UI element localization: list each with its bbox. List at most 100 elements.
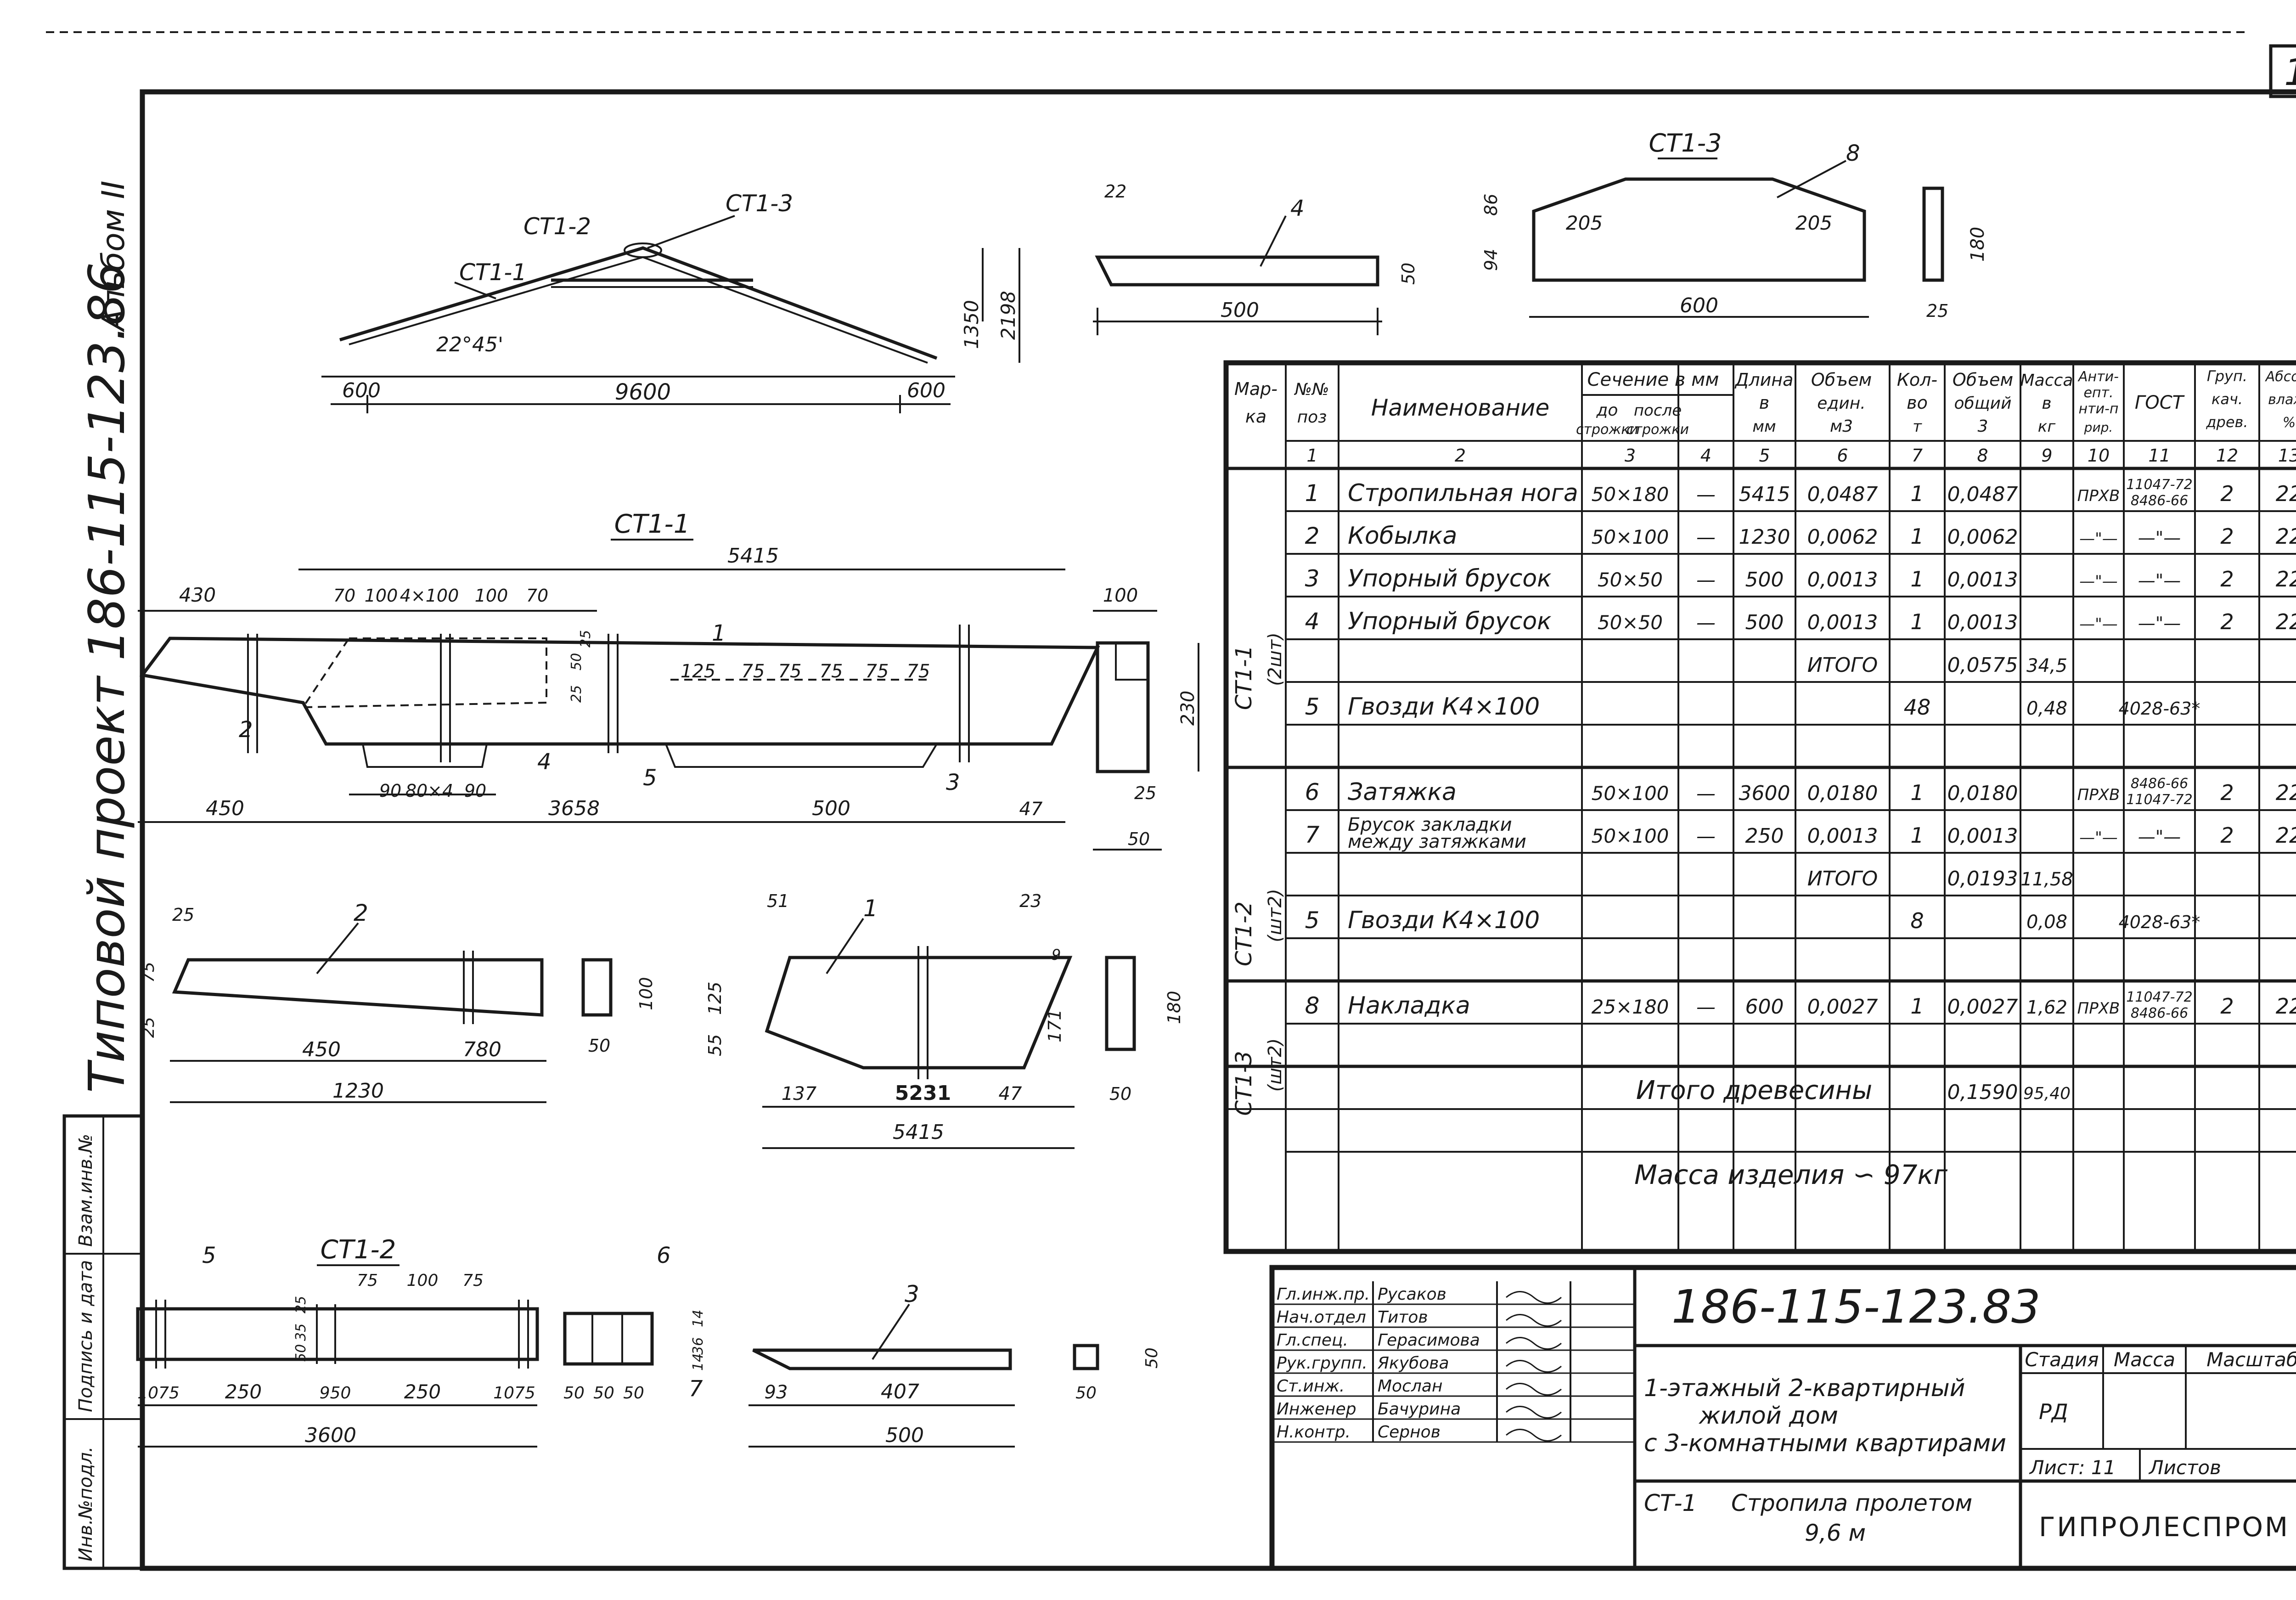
st13-view: СТ1-3 8 86 94 205 205 600 180 25 bbox=[1481, 129, 1988, 321]
st11-inner-50: 50 bbox=[568, 653, 585, 670]
tb-role-6: Н.контр. bbox=[1277, 1423, 1351, 1442]
spec-group-mark-0: СТ1-1 bbox=[1231, 645, 1257, 710]
spec-row-0-1-name: Кобылка bbox=[1348, 522, 1457, 550]
tb-name-1: Титов bbox=[1378, 1308, 1428, 1327]
truss-label-st13: СТ1-3 bbox=[726, 190, 793, 217]
part3-dim-50a: 50 bbox=[1142, 1347, 1161, 1369]
tb-role-1: Нач.отдел bbox=[1277, 1308, 1366, 1327]
spec-row-0-5-mass: 0,48 bbox=[2026, 698, 2067, 719]
hdr-pos-2: поз bbox=[1297, 408, 1327, 427]
spec-row-1-1-anti: —"— bbox=[2079, 828, 2118, 847]
st11-dim-70a: 70 bbox=[333, 586, 355, 606]
spec-row-0-3-qty: 1 bbox=[1910, 609, 1924, 634]
part2-view: 2 25 75 25 450 780 1230 100 50 bbox=[139, 900, 656, 1103]
part1-dim-50: 50 bbox=[1109, 1084, 1131, 1104]
truss-dim-600b: 600 bbox=[907, 379, 945, 402]
spec-row-0-5-qty: 48 bbox=[1904, 695, 1931, 720]
part3-view: 3 93 407 500 50 50 bbox=[748, 1281, 1161, 1448]
st11-dim-5415: 5415 bbox=[727, 544, 779, 568]
st11-dim-90b: 90 bbox=[464, 781, 486, 801]
hdr-mass-2: в bbox=[2042, 394, 2051, 413]
spec-row-1-2-vu: ИТОГО bbox=[1807, 867, 1878, 890]
hdr-humidity-3: % bbox=[2283, 415, 2296, 431]
part4-top-view: 4 22 500 50 bbox=[1093, 181, 1418, 335]
truss-angle: 22°45' bbox=[436, 333, 503, 356]
col-num-10: 10 bbox=[2088, 445, 2110, 466]
title-mass-header: Масса bbox=[2114, 1348, 2175, 1371]
spec-row-1-1-pos: 7 bbox=[1305, 822, 1320, 848]
truss-dim-2198: 2198 bbox=[997, 291, 1019, 340]
spec-row-1-1-gost: —"— bbox=[2138, 827, 2181, 847]
tb-role-3: Рук.групп. bbox=[1277, 1354, 1367, 1373]
spec-row-0-1-pos: 2 bbox=[1305, 523, 1320, 549]
hdr-mark-2: ка bbox=[1245, 406, 1266, 427]
st12-dim-1075a: 1075 bbox=[137, 1384, 180, 1403]
spec-row-0-1-after: — bbox=[1696, 526, 1716, 548]
hdr-anti-3: нти-п bbox=[2078, 401, 2118, 417]
col-num-13: 13 bbox=[2278, 445, 2296, 466]
st11-inner-125: 125 bbox=[681, 661, 715, 682]
spec-row-0-3-after: — bbox=[1696, 611, 1716, 634]
spec-row-1-1-vt: 0,0013 bbox=[1947, 824, 2018, 848]
part1-dim-23: 23 bbox=[1019, 891, 1041, 911]
hdr-anti: Анти- bbox=[2077, 369, 2119, 385]
spec-group-count-2: (шт2) bbox=[1265, 1038, 1286, 1092]
part3-dim-500: 500 bbox=[885, 1424, 924, 1447]
truss-dim-600a: 600 bbox=[342, 379, 381, 402]
st11-mark-4: 4 bbox=[537, 749, 551, 775]
st11-title: СТ1-1 bbox=[614, 509, 690, 539]
st13-dim-205a: 205 bbox=[1566, 212, 1603, 234]
st11-dim-100b: 100 bbox=[475, 586, 508, 606]
spec-group-count-1: (шт2) bbox=[1265, 889, 1286, 942]
spec-row-0-3-len: 500 bbox=[1745, 611, 1784, 634]
st13-dim-25: 25 bbox=[1926, 301, 1948, 321]
tb-role-5: Инженер bbox=[1277, 1400, 1356, 1419]
spec-row-1-0-qty: 1 bbox=[1910, 780, 1924, 805]
st11-inner-25b: 25 bbox=[578, 630, 594, 648]
st12-mark-5: 5 bbox=[202, 1243, 216, 1268]
spec-row-1-3-mass: 0,08 bbox=[2026, 912, 2067, 933]
st11-inner-75e: 75 bbox=[907, 661, 930, 682]
part4-dim-22: 22 bbox=[1104, 181, 1126, 202]
truss-overview: СТ1-1 СТ1-2 СТ1-3 22°45' 600 9600 600 13… bbox=[321, 190, 1020, 413]
st12-dim-3600: 3600 bbox=[305, 1424, 356, 1447]
part1-dim-5231: 5231 bbox=[895, 1082, 951, 1105]
st12-dim-250b: 250 bbox=[404, 1380, 441, 1403]
spec-row-1-0-hum: 22 bbox=[2276, 780, 2296, 805]
tb-role-2: Гл.спец. bbox=[1277, 1331, 1348, 1350]
tb-name-0: Русаков bbox=[1378, 1285, 1446, 1304]
tb-name-3: Якубова bbox=[1377, 1354, 1449, 1373]
col-num-4: 4 bbox=[1700, 445, 1711, 466]
product-mass: Масса изделия ∽ 97кг bbox=[1634, 1159, 1948, 1190]
spec-row-2-0-qty: 1 bbox=[1910, 994, 1924, 1019]
spec-row-1-1-hum: 22 bbox=[2276, 823, 2296, 848]
spec-row-0-3-sec: 50×50 bbox=[1598, 611, 1663, 634]
spec-row-0-3-grade: 2 bbox=[2220, 609, 2234, 634]
col-num-7: 7 bbox=[1912, 445, 1923, 466]
spec-row-1-2-vt: 0,0193 bbox=[1947, 867, 2018, 890]
spec-row-1-0-gost-2: 11047-72 bbox=[2126, 792, 2192, 808]
st11-inner-25a: 25 bbox=[568, 685, 585, 703]
st12-dim-25: 25 bbox=[293, 1296, 309, 1313]
spec-row-2-0-pos: 8 bbox=[1305, 992, 1320, 1019]
truss-dim-1350: 1350 bbox=[960, 300, 983, 349]
spec-row-0-2-pos: 3 bbox=[1305, 565, 1320, 592]
st13-dim-180: 180 bbox=[1967, 227, 1988, 262]
st11-dim-3658: 3658 bbox=[548, 797, 600, 820]
hdr-pos: №№ bbox=[1294, 380, 1329, 399]
spec-row-0-3-gost: —"— bbox=[2138, 613, 2181, 633]
tb-name-6: Сернов bbox=[1378, 1423, 1441, 1442]
album-label: Альбом II bbox=[96, 180, 132, 332]
spec-row-0-1-anti: —"— bbox=[2079, 530, 2118, 548]
stamp-inv: Инв.№подл. bbox=[75, 1446, 96, 1561]
st12-dim-75a: 75 bbox=[357, 1271, 378, 1290]
st12-dim-50c: 50 bbox=[623, 1384, 644, 1403]
spec-row-0-4-mass: 34,5 bbox=[2026, 655, 2067, 676]
tb-signature-0 bbox=[1506, 1291, 1562, 1304]
spec-row-1-0-grade: 2 bbox=[2220, 780, 2234, 805]
spec-row-2-0-vu: 0,0027 bbox=[1807, 995, 1878, 1019]
spec-row-0-0-pos: 1 bbox=[1305, 480, 1320, 507]
st12-dim-36: 36 bbox=[690, 1337, 706, 1355]
st11-dim-4x100: 4×100 bbox=[400, 586, 459, 606]
part1-dim-171: 171 bbox=[1045, 1009, 1065, 1042]
